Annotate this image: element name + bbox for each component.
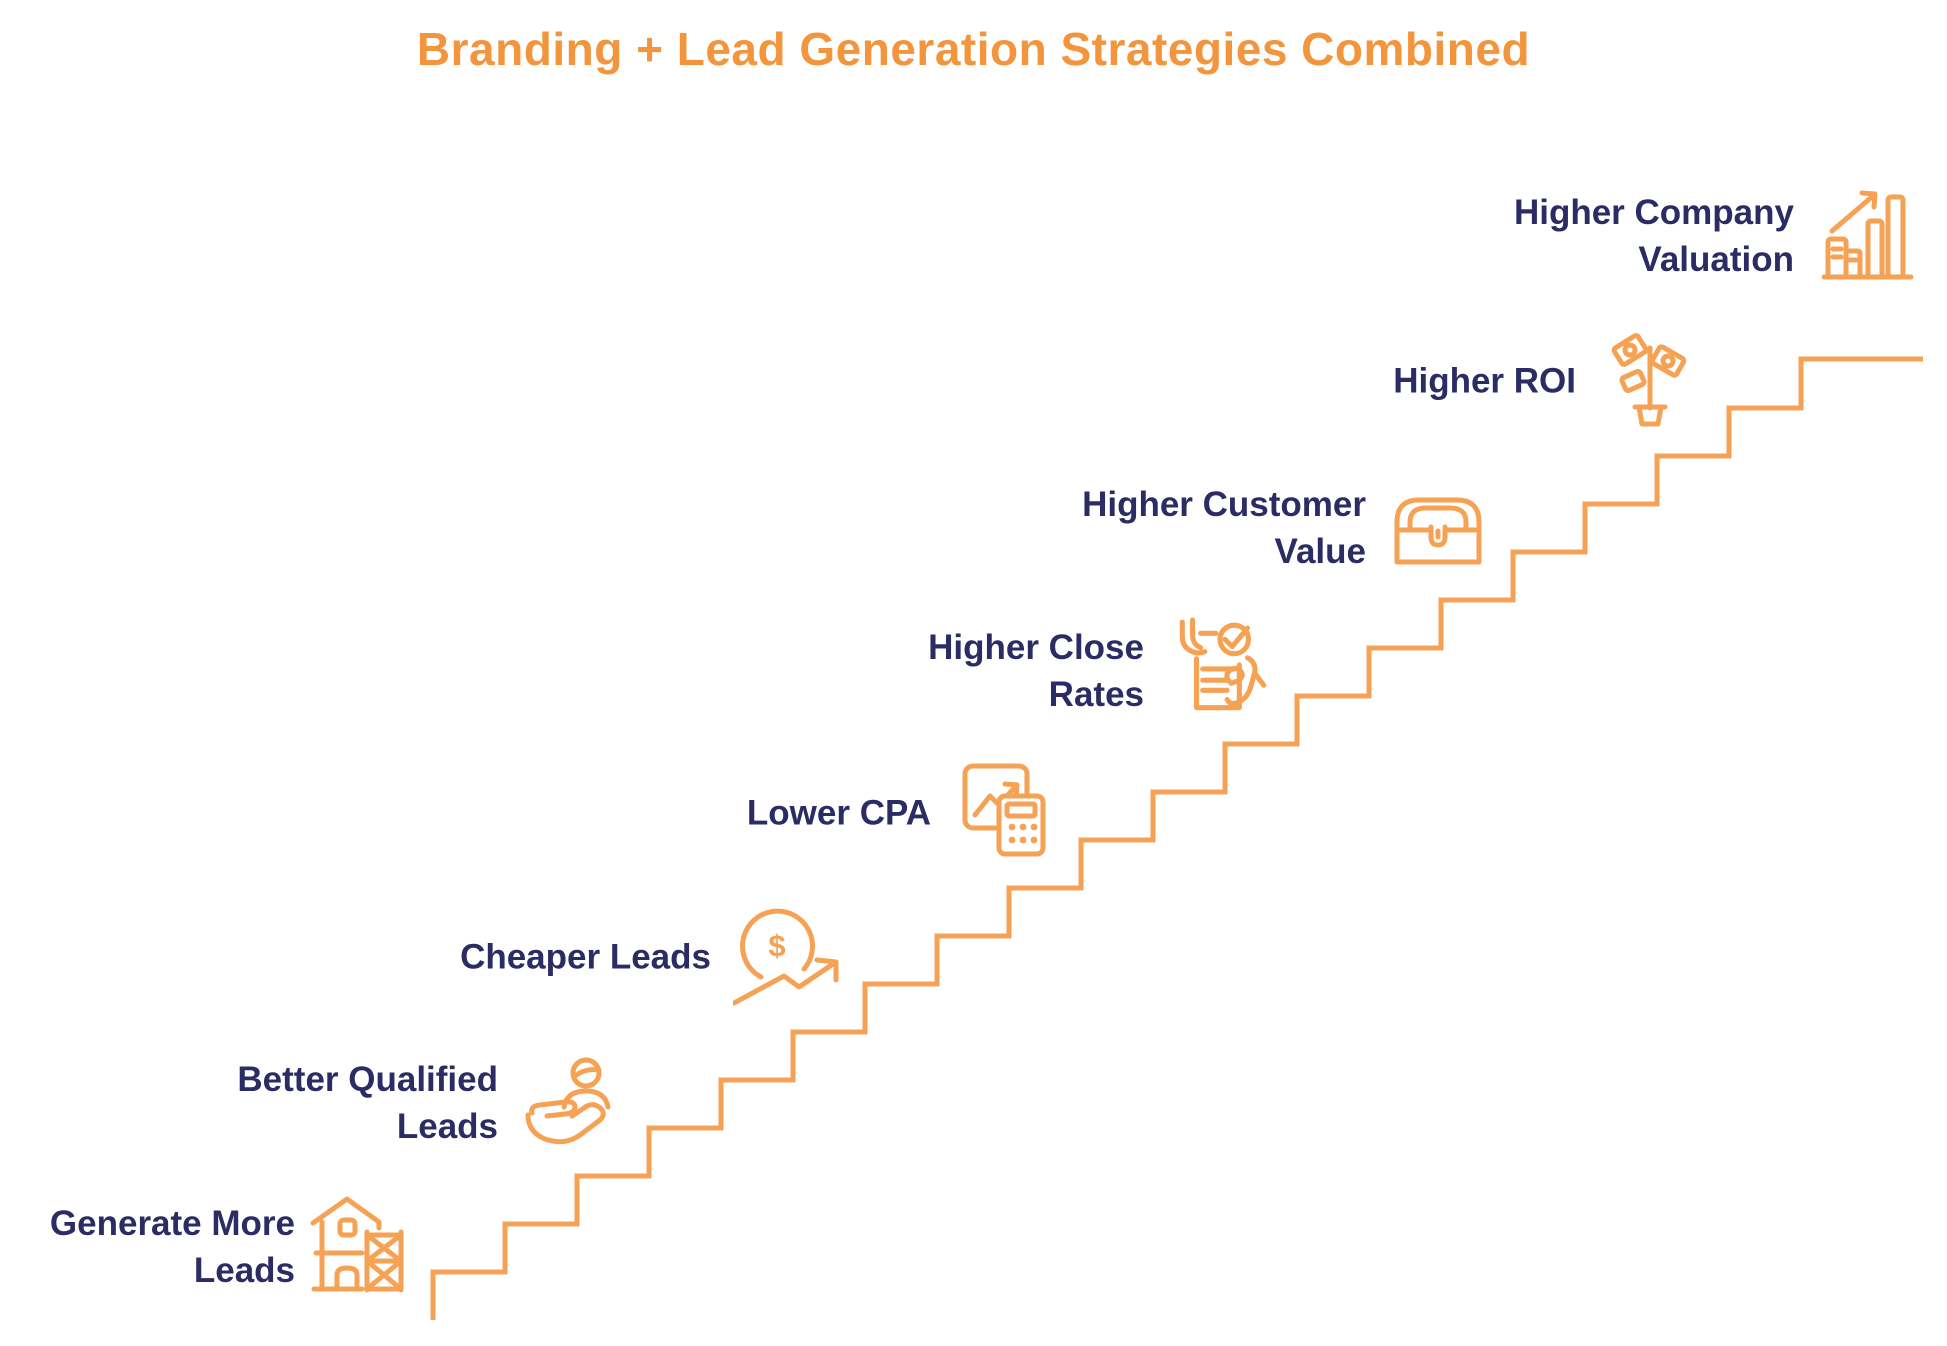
hand-holding-person-icon <box>525 1057 611 1145</box>
step-cheaper-leads: Cheaper Leads $ <box>460 903 841 1011</box>
house-construction-icon <box>310 1196 404 1293</box>
step-higher-roi: Higher ROI <box>1393 328 1704 434</box>
step-label: Generate More Leads <box>49 1203 295 1290</box>
step-lower-cpa: Lower CPA <box>747 760 1059 866</box>
step-label: Higher ROI <box>1393 361 1576 401</box>
step-label: Higher Customer Value <box>1082 485 1366 571</box>
page-title: Branding + Lead Generation Strategies Co… <box>416 23 1531 75</box>
step-higher-close-rates: Higher Close Rates <box>928 616 1276 726</box>
bar-chart-building-icon <box>1821 190 1914 280</box>
svg-text:$: $ <box>768 928 785 963</box>
step-higher-company-valuation: Higher Company Valuation <box>1514 183 1922 289</box>
step-label: Higher Company Valuation <box>1513 193 1794 279</box>
step-label: Better Qualified Leads <box>237 1059 498 1146</box>
step-higher-customer-value: Higher Customer Value <box>1082 478 1488 578</box>
step-label: Lower CPA <box>746 793 931 833</box>
money-tree-icon <box>1611 333 1687 427</box>
treasure-chest-icon <box>1394 497 1482 565</box>
step-label: Higher Close Rates <box>928 628 1144 714</box>
contract-checkmark-icon <box>1179 617 1267 711</box>
step-label: Cheaper Leads <box>460 937 711 977</box>
step-better-qualified-leads: Better Qualified Leads <box>237 1050 625 1155</box>
dollar-growth-arrow-icon: $ <box>733 908 839 1006</box>
step-generate-more-leads: Generate More Leads <box>50 1194 408 1299</box>
chart-calculator-icon <box>962 763 1046 857</box>
